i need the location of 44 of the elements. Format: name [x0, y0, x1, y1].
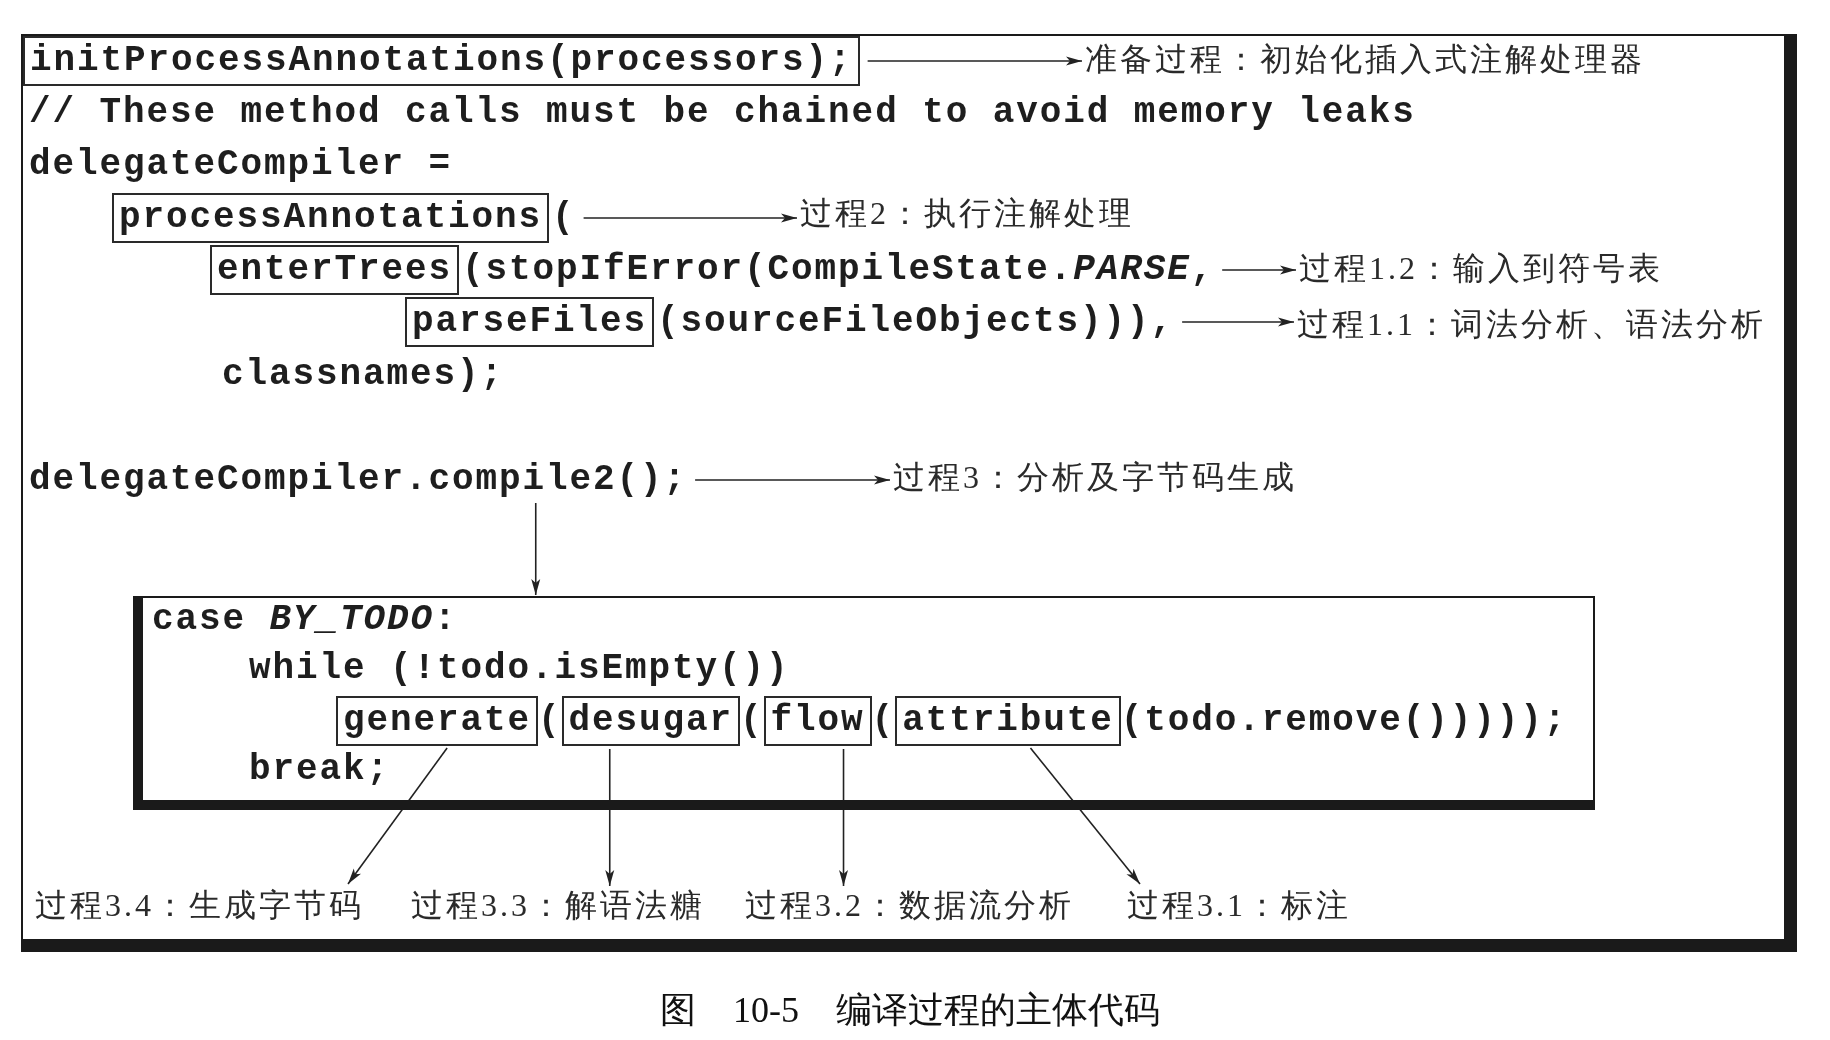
code-block-frame	[133, 596, 1595, 810]
highlighted-code: attribute	[895, 696, 1121, 746]
code-fragment: (sourceFileObjects))),	[657, 302, 1175, 342]
highlighted-code: parseFiles	[405, 297, 655, 347]
arrow	[694, 475, 891, 485]
highlighted-code: enterTrees	[210, 245, 460, 295]
highlighted-code: generate	[336, 696, 539, 746]
annotation-text: 过程3.1：标注	[1127, 887, 1351, 923]
code-fragment: (	[538, 701, 562, 741]
highlighted-code: desugar	[561, 696, 741, 746]
highlighted-code: initProcessAnnotations(processors);	[23, 36, 860, 86]
arrow	[531, 502, 541, 596]
code-line: break;	[249, 750, 391, 790]
code-line: while (!todo.isEmpty())	[249, 649, 790, 689]
annotation-text: 过程1.1：词法分析、语法分析	[1297, 306, 1766, 342]
annotation-text: 过程3：分析及字节码生成	[893, 459, 1297, 495]
code-line: case BY_TODO:	[152, 600, 458, 640]
code-comment: // These method calls must be chained to avoid memory leaks	[29, 93, 1416, 133]
code-fragment: (	[552, 198, 576, 238]
code-line: classnames);	[222, 355, 505, 395]
code-fragment: (todo.remove()))));	[1120, 701, 1568, 741]
code-line: delegateCompiler.compile2();	[29, 460, 688, 500]
highlighted-code: processAnnotations	[112, 193, 550, 243]
arrow	[347, 747, 448, 885]
arrow	[866, 56, 1083, 66]
code-fragment: (	[740, 701, 764, 741]
code-listing-frame	[21, 34, 1797, 952]
annotation-text: 准备过程：初始化插入式注解处理器	[1085, 41, 1645, 77]
figure-caption: 图 10-5 编译过程的主体代码	[660, 989, 1160, 1031]
arrow	[605, 748, 615, 887]
arrow	[1221, 265, 1297, 275]
annotation-text: 过程3.3：解语法糖	[411, 887, 705, 923]
highlighted-code: flow	[763, 696, 872, 746]
code-fragment: (	[871, 701, 896, 741]
code-fragment: (stopIfError(CompileState.PARSE,	[462, 250, 1215, 290]
arrow	[1181, 317, 1295, 327]
code-line: delegateCompiler =	[29, 145, 453, 185]
annotation-text: 过程2：执行注解处理	[800, 195, 1134, 231]
annotation-text: 过程3.4：生成字节码	[35, 887, 364, 923]
arrow	[1029, 747, 1141, 885]
arrow	[582, 213, 798, 223]
annotation-text: 过程3.2：数据流分析	[745, 887, 1074, 923]
annotation-text: 过程1.2：输入到符号表	[1299, 250, 1663, 286]
arrow	[839, 748, 849, 887]
